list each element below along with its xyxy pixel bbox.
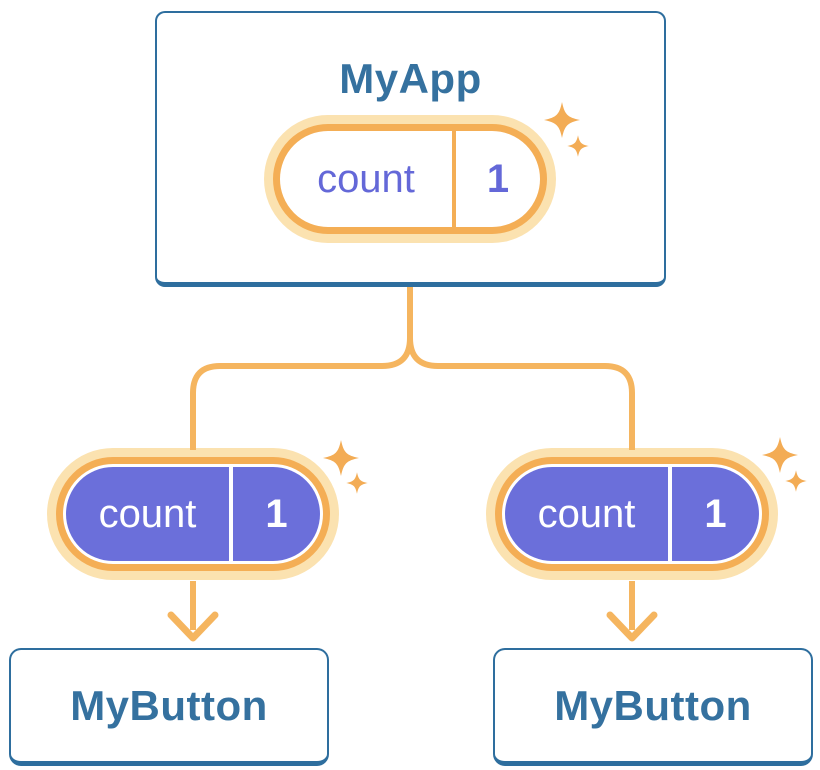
connector-root-to-right <box>407 287 635 450</box>
prop-arrow-right <box>606 581 658 642</box>
component-title: MyButton <box>554 681 752 729</box>
component-node-mybutton-right: MyButton <box>493 648 813 766</box>
state-pill: count 1 <box>273 124 547 234</box>
prop-value: 1 <box>265 491 288 536</box>
component-title: MyButton <box>70 681 268 729</box>
prop-name: count <box>537 491 636 536</box>
sparkles-icon <box>762 437 807 492</box>
component-title: MyApp <box>339 55 482 102</box>
connector-root-to-left <box>190 287 413 450</box>
prop-name: count <box>98 491 197 536</box>
sparkles-icon <box>323 440 368 494</box>
state-name: count <box>317 156 415 201</box>
prop-pill-right: count 1 <box>495 457 769 571</box>
prop-pill-left: count 1 <box>56 457 330 571</box>
prop-value: 1 <box>704 491 727 536</box>
state-value: 1 <box>486 156 510 201</box>
prop-arrow-left <box>167 581 219 642</box>
component-node-mybutton-left: MyButton <box>9 648 329 766</box>
